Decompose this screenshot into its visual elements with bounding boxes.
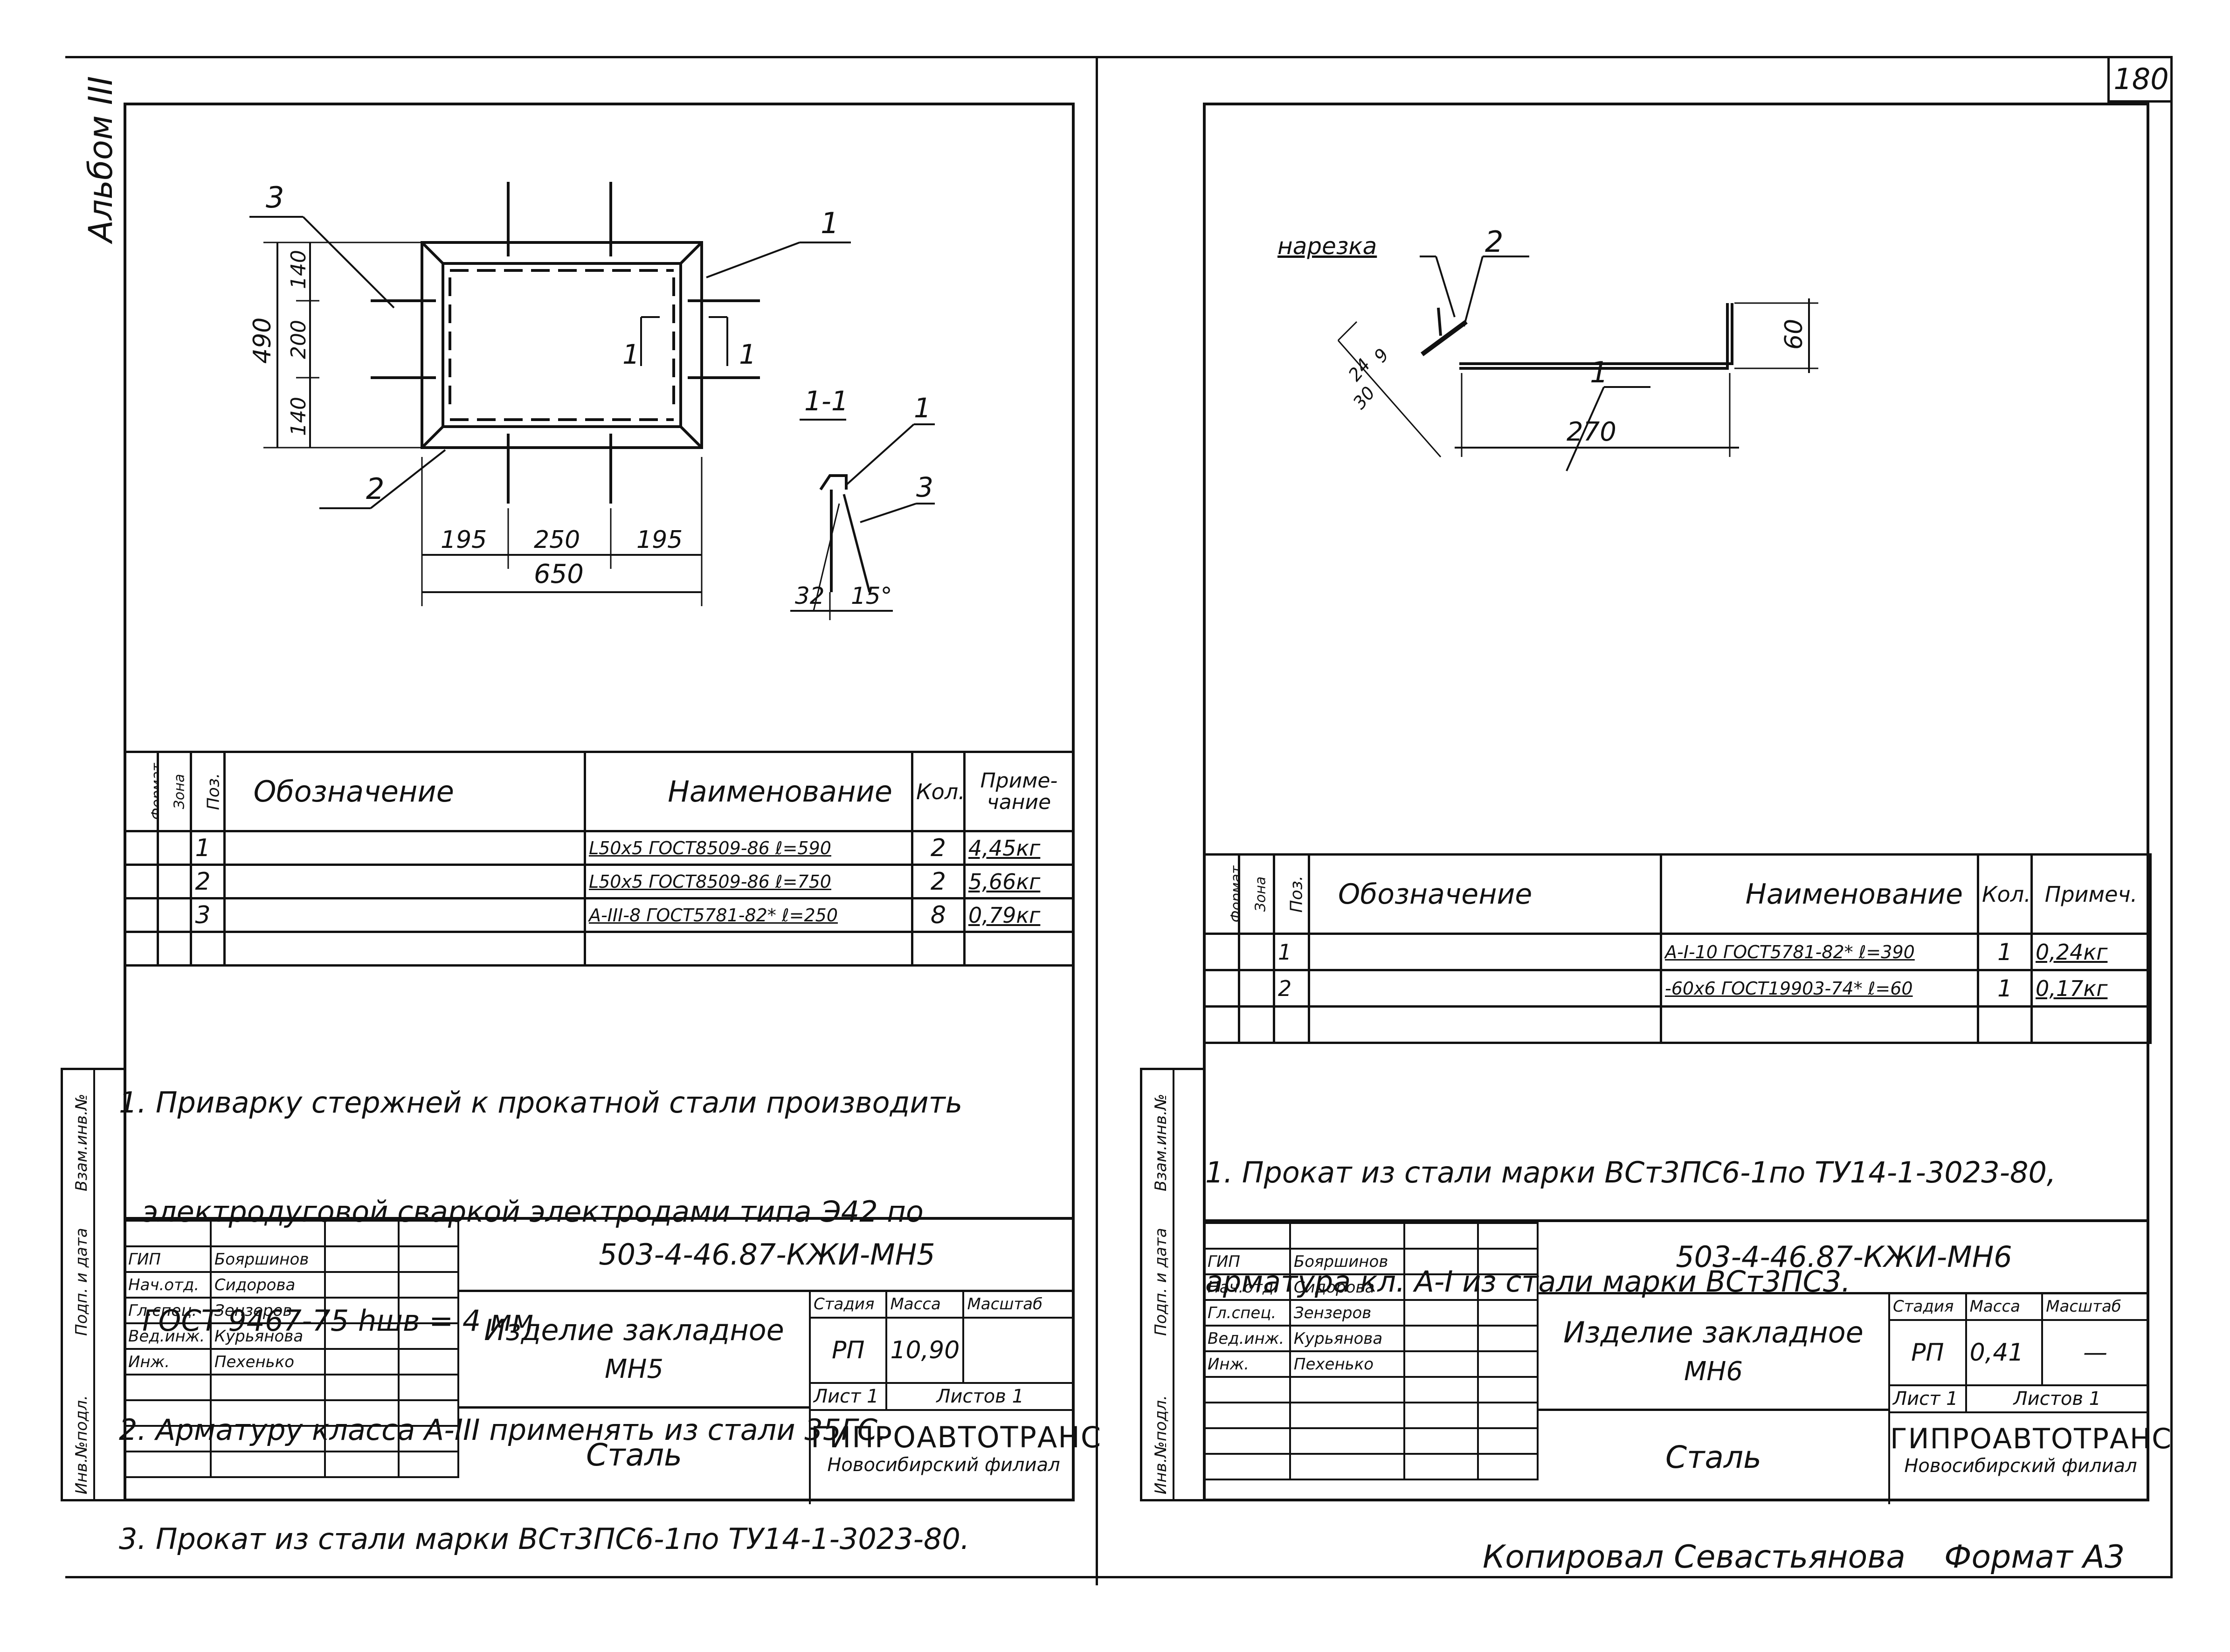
drawing-label-pos2-r: 2 [1485,225,1503,259]
dim-24: 24 [1344,354,1374,385]
bent-bar [1459,303,1733,365]
drawing-label-cut: нарезка [1277,233,1377,260]
section-mark-right: 1 [739,339,756,370]
page-number: 180 [2113,62,2169,96]
col-zone: Зона [1238,853,1275,935]
drawing-label-pos2: 2 [366,472,384,506]
side-sign-date: Подп. и дата [72,1228,91,1336]
side-inv-no: Инв.№подл. [1152,1395,1170,1494]
table-row: 2 -60x6 ГОСТ19903-74* ℓ=60 1 0,17кг [1203,969,2152,1008]
col-format: Формат [123,751,159,832]
angle-frame-inner [442,262,682,428]
right-border [2170,56,2173,1576]
section-label-pos3: 3 [916,471,933,503]
top-rule [65,56,2173,58]
table-row: 1 L50x5 ГОСТ8509-86 ℓ=590 2 4,45кг [123,830,1075,866]
right-item-name: Изделие закладное МН6 [1539,1294,1888,1411]
side-replace-inv: Взам.инв.№ [1152,1093,1170,1191]
left-side-stamp: Инв.№подл. Подп. и дата Взам.инв.№ [61,1068,126,1501]
note-line: 1. Приварку стержней к прокатной стали п… [119,1085,963,1120]
table-row: 1 A-I-10 ГОСТ5781-82* ℓ=390 1 0,24кг [1203,933,2152,971]
note-line: 3. Прокат из стали марки ВСт3ПС6-1по ТУ1… [119,1522,970,1556]
col-note: Приме- чание [963,751,1075,832]
dim-250: 250 [534,526,580,554]
left-item-name: Изделие закладное МН5 [459,1292,809,1409]
dim-60: 60 [1780,319,1808,350]
dim-15deg: 15° [851,582,892,609]
col-note: Примеч. [2030,853,2152,935]
col-qty: Кол. [1977,853,2033,935]
album-label: Альбом III [82,76,120,242]
dim-195-left: 195 [441,526,487,554]
col-name: Наименование [583,751,914,832]
section-mark-left: 1 [622,339,640,370]
drawing-label-pos3: 3 [266,180,284,214]
note-line: 1. Прокат из стали марки ВСт3ПС6-1по ТУ1… [1205,1155,2056,1189]
side-replace-inv: Взам.инв.№ [72,1093,91,1191]
right-material: Сталь [1665,1439,1762,1475]
left-org: ГИПРОАВТОТРАНС Новосибирский филиал [809,1411,1101,1504]
copied-by: Копировал Севастьянова [1483,1539,1906,1576]
right-org: ГИПРОАВТОТРАНС Новосибирский филиал [1888,1413,2171,1504]
left-drawing-mn5: 3 1 2 1 1 1-1 1 3 490 140 200 140 195 25… [249,180,935,620]
col-format: Формат [1203,853,1240,935]
dim-32: 32 [795,582,825,609]
left-doc-code: 503-4-46.87-КЖИ-МН5 [459,1220,1075,1292]
table-row: 3 A-III-8 ГОСТ5781-82* ℓ=250 8 0,79кг [123,897,1075,933]
dim-195-right: 195 [636,526,683,554]
right-side-stamp: Инв.№подл. Подп. и дата Взам.инв.№ [1140,1068,1205,1501]
dim-9: 9 [1370,345,1393,366]
col-designation: Обозначение [223,751,586,832]
angle-frame-outer [421,241,703,449]
col-zone: Зона [157,751,193,832]
dim-490: 490 [249,318,276,364]
dim-200: 200 [287,320,311,359]
left-material: Сталь [586,1437,683,1473]
drawing-label-pos1: 1 [821,206,839,240]
side-sign-date: Подп. и дата [1152,1228,1170,1336]
col-designation: Обозначение [1308,853,1662,935]
dim-140-top: 140 [287,250,311,289]
anchor-bars [371,182,760,504]
right-drawing-mn6: нарезка 2 1 60 270 9 24 30 [1277,225,1818,471]
left-spec-table: Формат Зона Поз. Обозначение Наименовани… [123,751,1075,967]
page-number-box: 180 [2107,58,2173,103]
dim-270: 270 [1567,417,1616,447]
format-label: Формат А3 [1944,1539,2125,1576]
side-inv-no: Инв.№подл. [72,1395,91,1494]
col-name: Наименование [1660,853,1979,935]
right-doc-code: 503-4-46.87-КЖИ-МН6 [1539,1222,2149,1294]
section-label-pos1: 1 [914,392,931,424]
section-title: 1-1 [804,385,849,417]
dim-650: 650 [534,559,584,589]
dim-140-bottom: 140 [287,397,311,436]
right-sheet-frame [1203,103,2149,1501]
center-divider [1096,56,1098,1585]
bottom-rule [65,1576,2173,1578]
right-spec-table: Формат Зона Поз. Обозначение Наименовани… [1203,853,2152,1044]
dim-30: 30 [1349,382,1379,413]
col-pos: Поз. [190,751,226,832]
col-pos: Поз. [1273,853,1310,935]
table-row: 2 L50x5 ГОСТ8509-86 ℓ=750 2 5,66кг [123,864,1075,899]
col-qty: Кол. [911,751,966,832]
drawing-label-pos1-r: 1 [1590,355,1608,389]
